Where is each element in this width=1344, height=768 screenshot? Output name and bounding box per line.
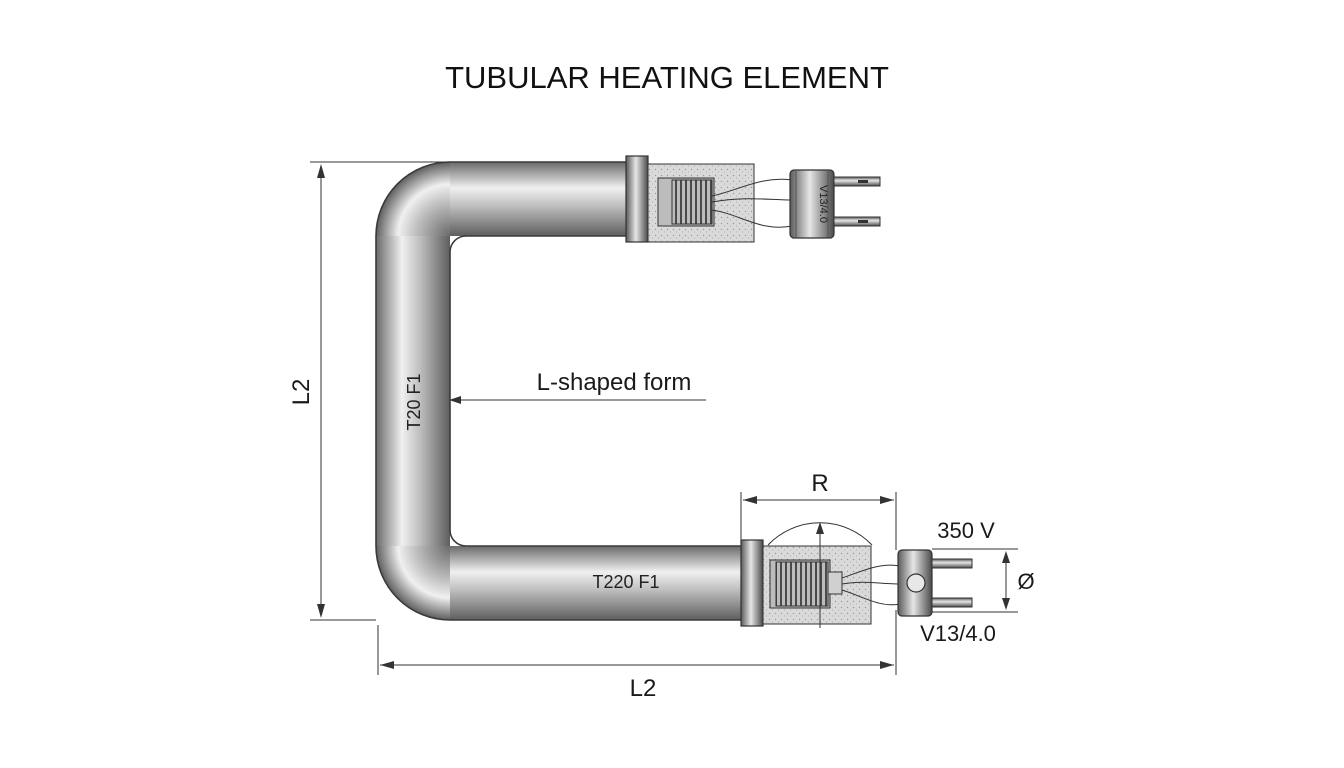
- top-pin-lower: [833, 216, 881, 227]
- left-height-label: L2: [288, 379, 315, 406]
- terminal-spec-label: V13/4.0: [920, 621, 996, 646]
- left-height-dimension: L2: [288, 161, 450, 621]
- heating-tube: [375, 161, 750, 621]
- tube-bottom-section: [450, 546, 750, 620]
- bottom-connector-hole: [906, 573, 926, 593]
- top-terminal-assembly: V13/4.0: [625, 155, 881, 243]
- bottom-pin-upper: [931, 558, 973, 569]
- bottom-pin-lower: [931, 597, 973, 608]
- tube-bottom-bend: [376, 546, 450, 620]
- top-wires: [711, 178, 793, 228]
- diagram-title: TUBULAR HEATING ELEMENT: [445, 60, 889, 95]
- tube-vertical-section: [376, 236, 450, 546]
- top-connector-marking: V13/4.0: [817, 185, 829, 223]
- radius-label: R: [811, 470, 828, 497]
- tube-top-section: [450, 162, 630, 236]
- radius-dimension: R: [740, 470, 897, 628]
- top-connector: [789, 169, 835, 239]
- form-callout-label: L-shaped form: [537, 369, 692, 396]
- diameter-label: Ø: [1017, 569, 1034, 594]
- tube-marking-vertical: T20 F1: [404, 373, 424, 430]
- diameter-dimension: Ø: [932, 548, 1035, 613]
- tube-marking-horizontal: T220 F1: [592, 572, 659, 592]
- top-flange: [625, 155, 649, 243]
- bottom-length-dimension: L2: [377, 610, 897, 702]
- top-pin-upper: [833, 176, 881, 187]
- bottom-length-label: L2: [630, 675, 657, 702]
- form-callout: L-shaped form: [449, 369, 706, 404]
- voltage-label: 350 V: [937, 518, 995, 543]
- bottom-wires: [841, 564, 901, 606]
- bottom-flange: [740, 539, 764, 627]
- bottom-terminal-assembly: [740, 539, 973, 627]
- bottom-coil: [775, 561, 829, 607]
- top-coil: [671, 179, 713, 225]
- tube-top-bend: [376, 162, 450, 236]
